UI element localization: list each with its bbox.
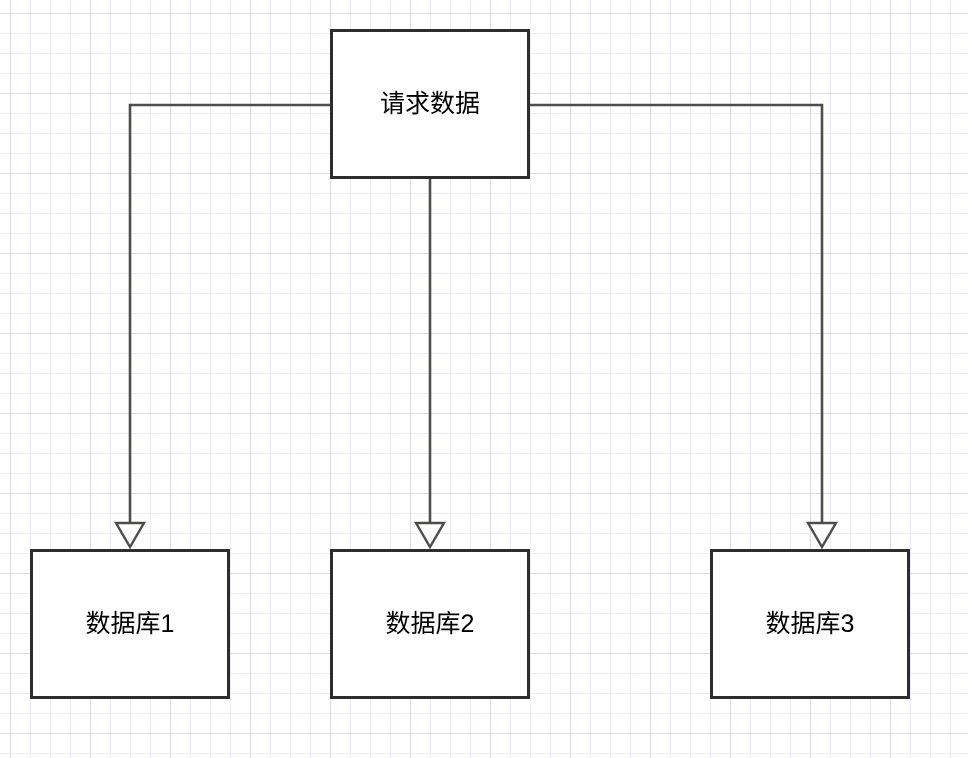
edge-request-to-db3[interactable] — [530, 103, 839, 550]
node-request-data-label: 请求数据 — [379, 90, 480, 118]
node-database-3[interactable]: 数据库3 — [710, 549, 910, 699]
arrowhead-icon — [113, 521, 147, 550]
node-database-2-label: 数据库2 — [385, 610, 475, 638]
arrowhead-icon — [413, 521, 447, 550]
node-database-1-label: 数据库1 — [85, 610, 175, 638]
node-database-3-label: 数据库3 — [765, 610, 855, 638]
edge-request-to-db2[interactable] — [413, 178, 447, 550]
arrowhead-icon — [805, 521, 839, 550]
edge-request-to-db1[interactable] — [113, 103, 330, 550]
edge-line[interactable] — [530, 103, 824, 522]
node-database-1[interactable]: 数据库1 — [30, 549, 230, 699]
node-database-2[interactable]: 数据库2 — [330, 549, 530, 699]
node-request-data[interactable]: 请求数据 — [330, 29, 530, 179]
edge-line[interactable] — [128, 103, 330, 522]
